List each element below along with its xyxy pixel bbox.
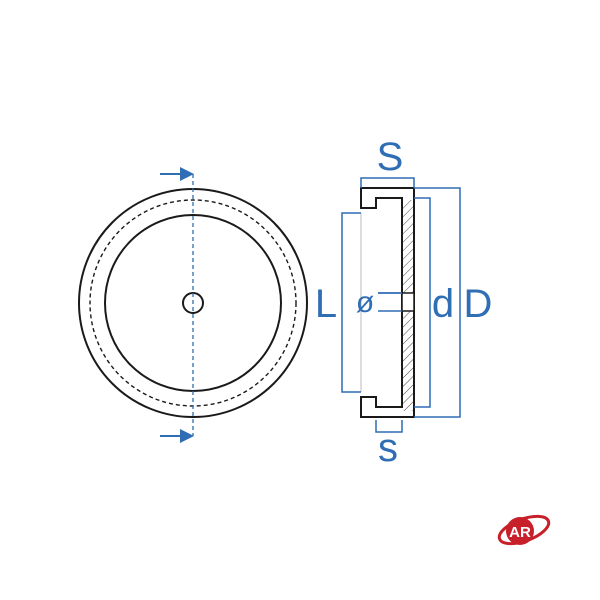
dimension-D xyxy=(414,187,461,418)
logo-text: AR xyxy=(509,524,531,541)
section-arrow-top xyxy=(160,167,194,181)
label-D: D xyxy=(464,282,493,326)
dimension-L xyxy=(341,212,361,393)
logo-badge xyxy=(506,517,534,545)
dimension-s xyxy=(375,420,403,433)
label-diameter: ø xyxy=(356,286,374,319)
dimension-d xyxy=(414,197,431,408)
center-bore xyxy=(401,292,415,312)
section-arrow-bottom xyxy=(160,429,194,443)
front-view xyxy=(78,167,308,443)
label-L: L xyxy=(315,282,337,326)
dimension-S xyxy=(360,177,415,188)
label-s: s xyxy=(378,426,398,470)
label-S: S xyxy=(377,135,404,179)
ar-logo: AR xyxy=(497,514,551,546)
dimension-lines xyxy=(341,177,461,433)
label-d: d xyxy=(432,282,454,326)
